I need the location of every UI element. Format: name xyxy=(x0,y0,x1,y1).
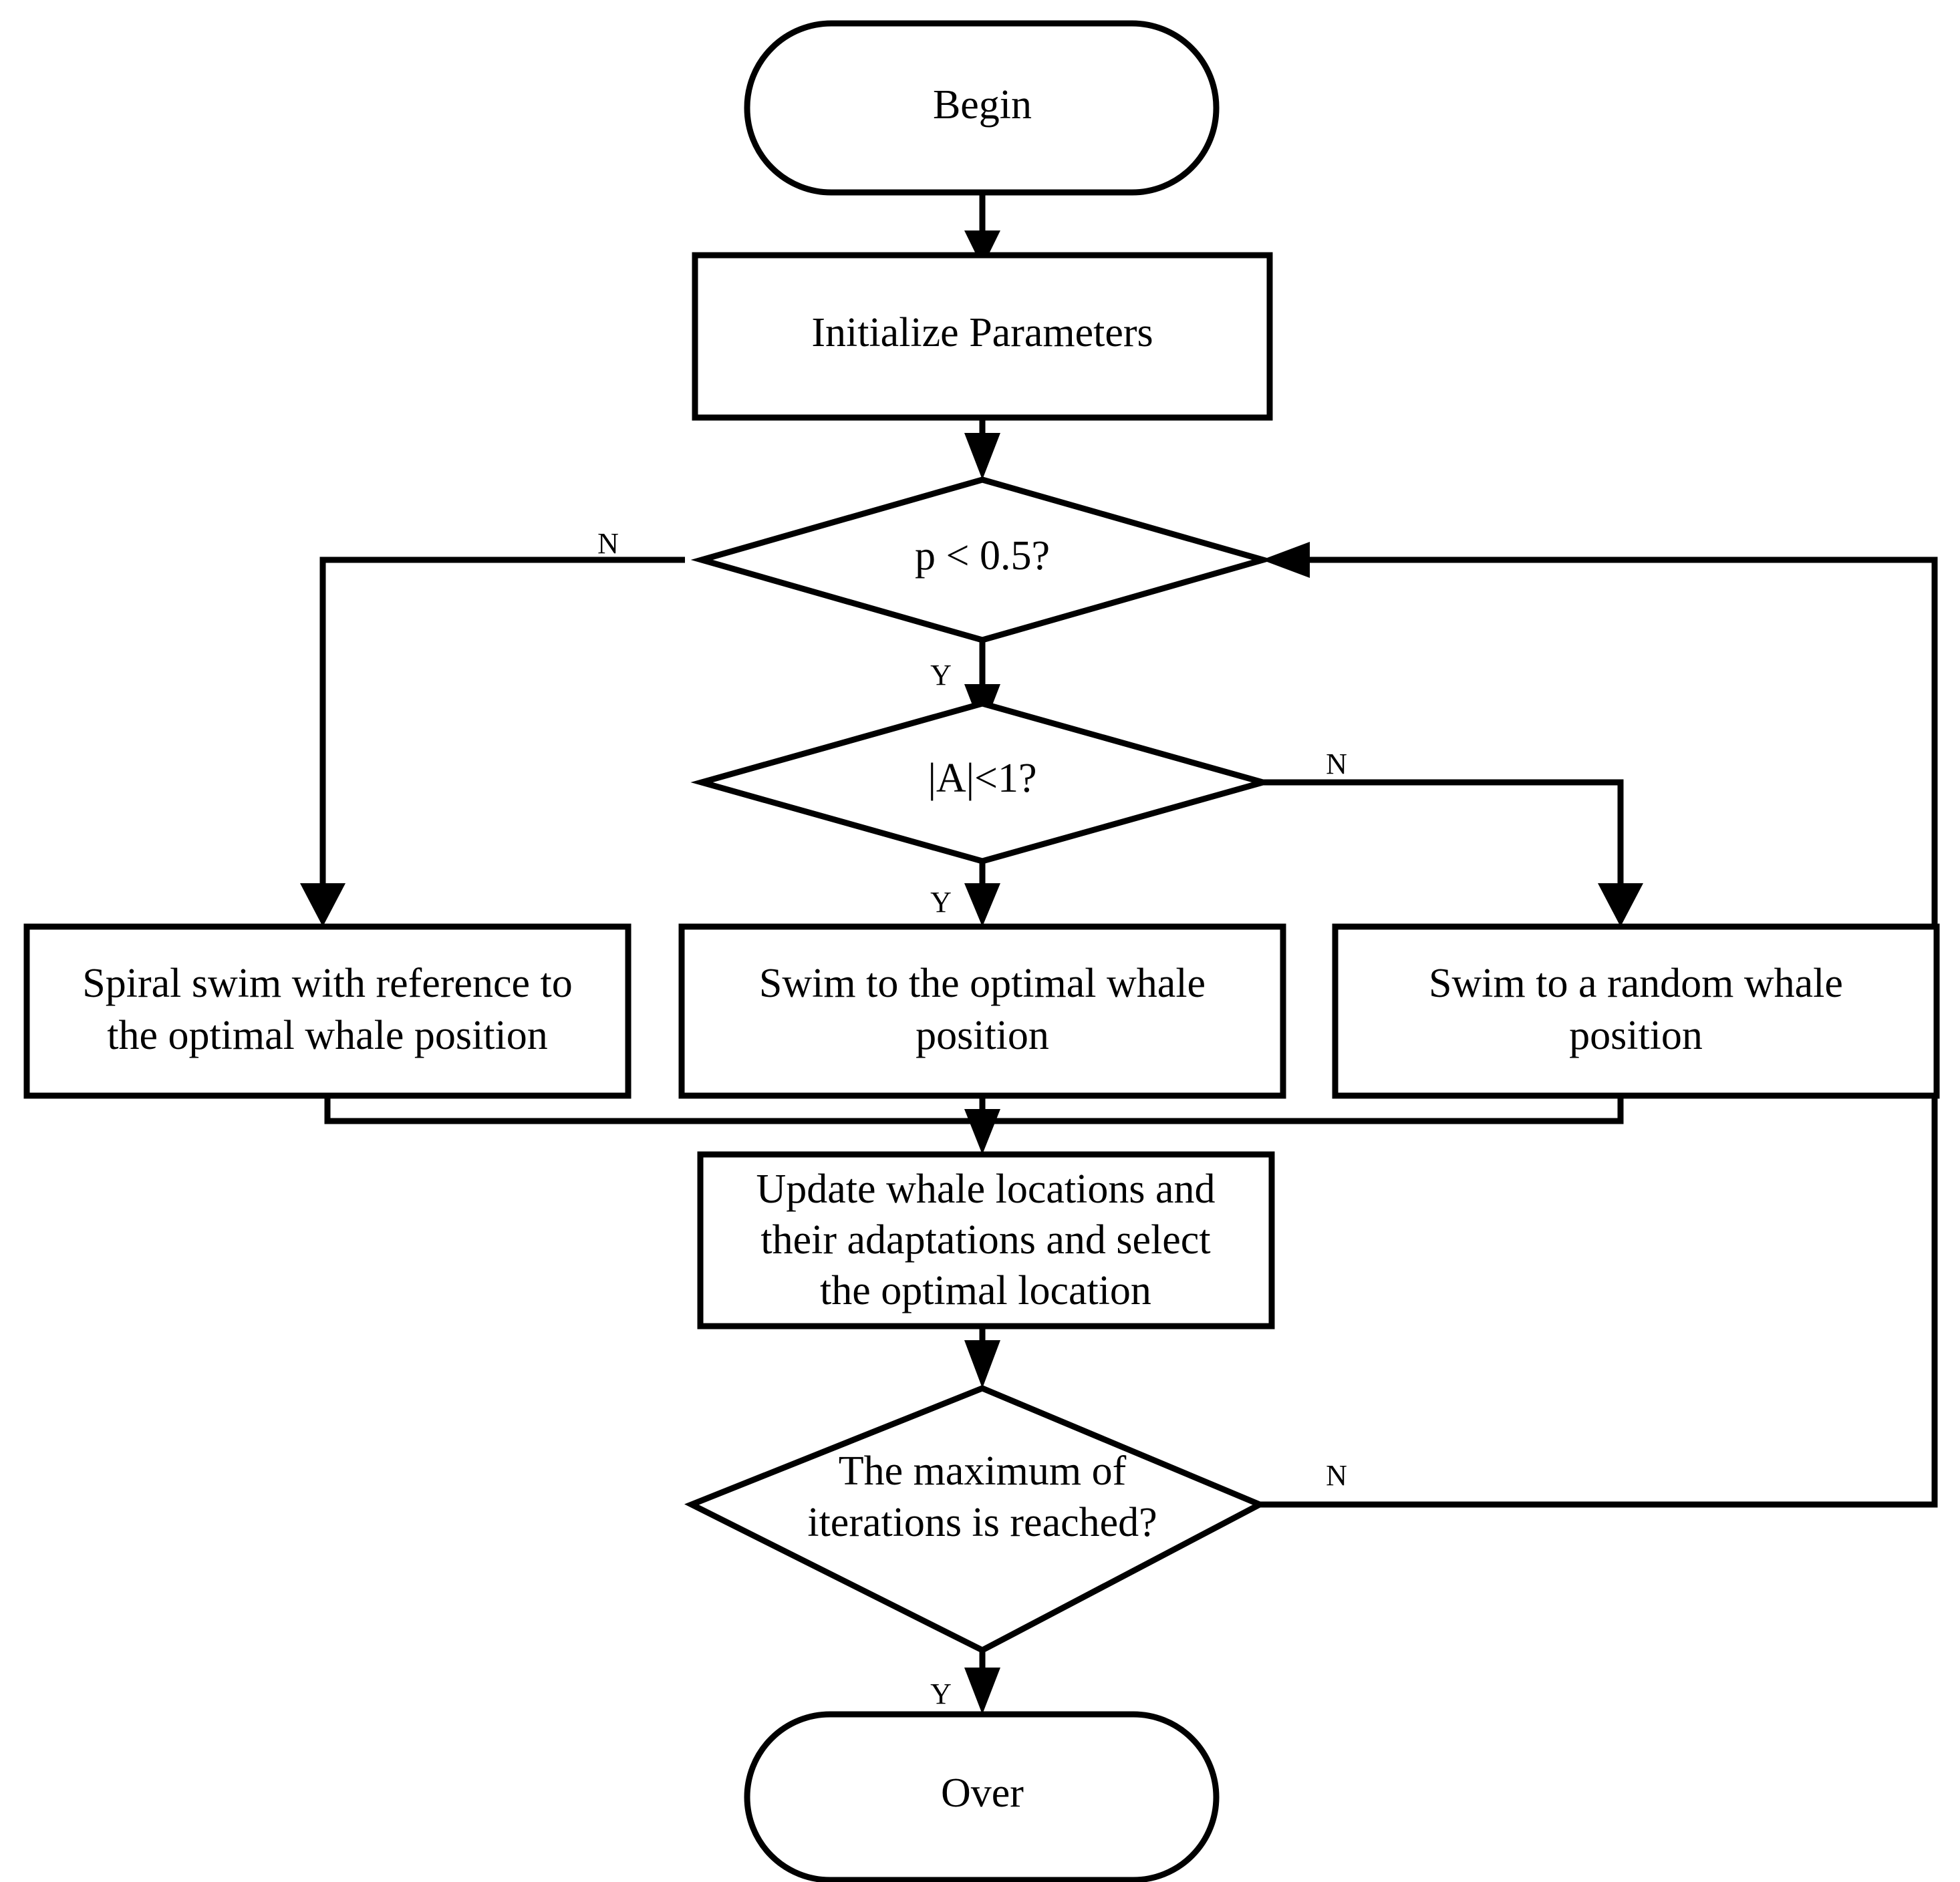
node-decision-coefficient-label: |A|<1? xyxy=(928,756,1036,801)
node-decision-probability-label: p < 0.5? xyxy=(915,533,1050,579)
branch-label-a-no: N xyxy=(1326,748,1347,780)
node-update-locations-line2: their adaptations and select xyxy=(760,1217,1210,1263)
connector-a-yes-to-optimal xyxy=(964,860,1000,927)
connector-iter-yes-to-over xyxy=(964,1650,1000,1714)
node-update-locations-line1: Update whale locations and xyxy=(756,1166,1216,1212)
node-swim-optimal-line2: position xyxy=(916,1013,1049,1058)
node-decision-probability[interactable]: p < 0.5? xyxy=(690,476,1274,643)
node-swim-random-line1: Swim to a random whale xyxy=(1429,961,1843,1006)
node-decision-coefficient[interactable]: |A|<1? xyxy=(690,700,1274,865)
node-swim-optimal[interactable]: Swim to the optimal whale position xyxy=(678,923,1286,1099)
branch-label-p-yes: Y xyxy=(930,659,952,691)
node-over[interactable]: Over xyxy=(744,1711,1220,1882)
node-begin-label: Begin xyxy=(933,82,1032,128)
node-update-locations-line3: the optimal location xyxy=(820,1268,1151,1313)
node-swim-random-line2: position xyxy=(1569,1013,1703,1058)
node-initialize-parameters[interactable]: Initialize Parameters xyxy=(692,252,1273,421)
node-initialize-parameters-label: Initialize Parameters xyxy=(811,310,1153,355)
node-decision-max-iterations[interactable]: The maximum of iterations is reached? xyxy=(684,1385,1267,1654)
node-spiral-swim[interactable]: Spiral swim with reference to the optima… xyxy=(23,923,632,1099)
node-decision-max-iterations-line2: iterations is reached? xyxy=(807,1500,1157,1545)
branch-label-a-yes: Y xyxy=(930,886,952,919)
node-spiral-swim-line1: Spiral swim with reference to xyxy=(82,961,572,1006)
connector-p-no-to-spiral xyxy=(300,557,685,927)
node-swim-optimal-line1: Swim to the optimal whale xyxy=(759,961,1206,1006)
connector-a-no-to-random xyxy=(1236,779,1643,927)
node-decision-max-iterations-line1: The maximum of xyxy=(839,1448,1127,1494)
connector-merge-to-update xyxy=(324,1096,1624,1154)
branch-label-p-no: N xyxy=(597,527,619,560)
node-begin[interactable]: Begin xyxy=(744,20,1220,196)
connector-init-to-decision-p xyxy=(964,418,1000,480)
node-over-label: Over xyxy=(941,1770,1024,1816)
connector-begin-to-init xyxy=(964,192,1000,267)
node-swim-random[interactable]: Swim to a random whale position xyxy=(1332,923,1940,1099)
node-spiral-swim-line2: the optimal whale position xyxy=(107,1013,548,1058)
branch-label-iter-no: N xyxy=(1326,1459,1347,1492)
branch-label-iter-yes: Y xyxy=(930,1678,952,1710)
node-update-locations[interactable]: Update whale locations and their adaptat… xyxy=(697,1151,1275,1329)
connector-update-to-decision-iter xyxy=(964,1326,1000,1388)
